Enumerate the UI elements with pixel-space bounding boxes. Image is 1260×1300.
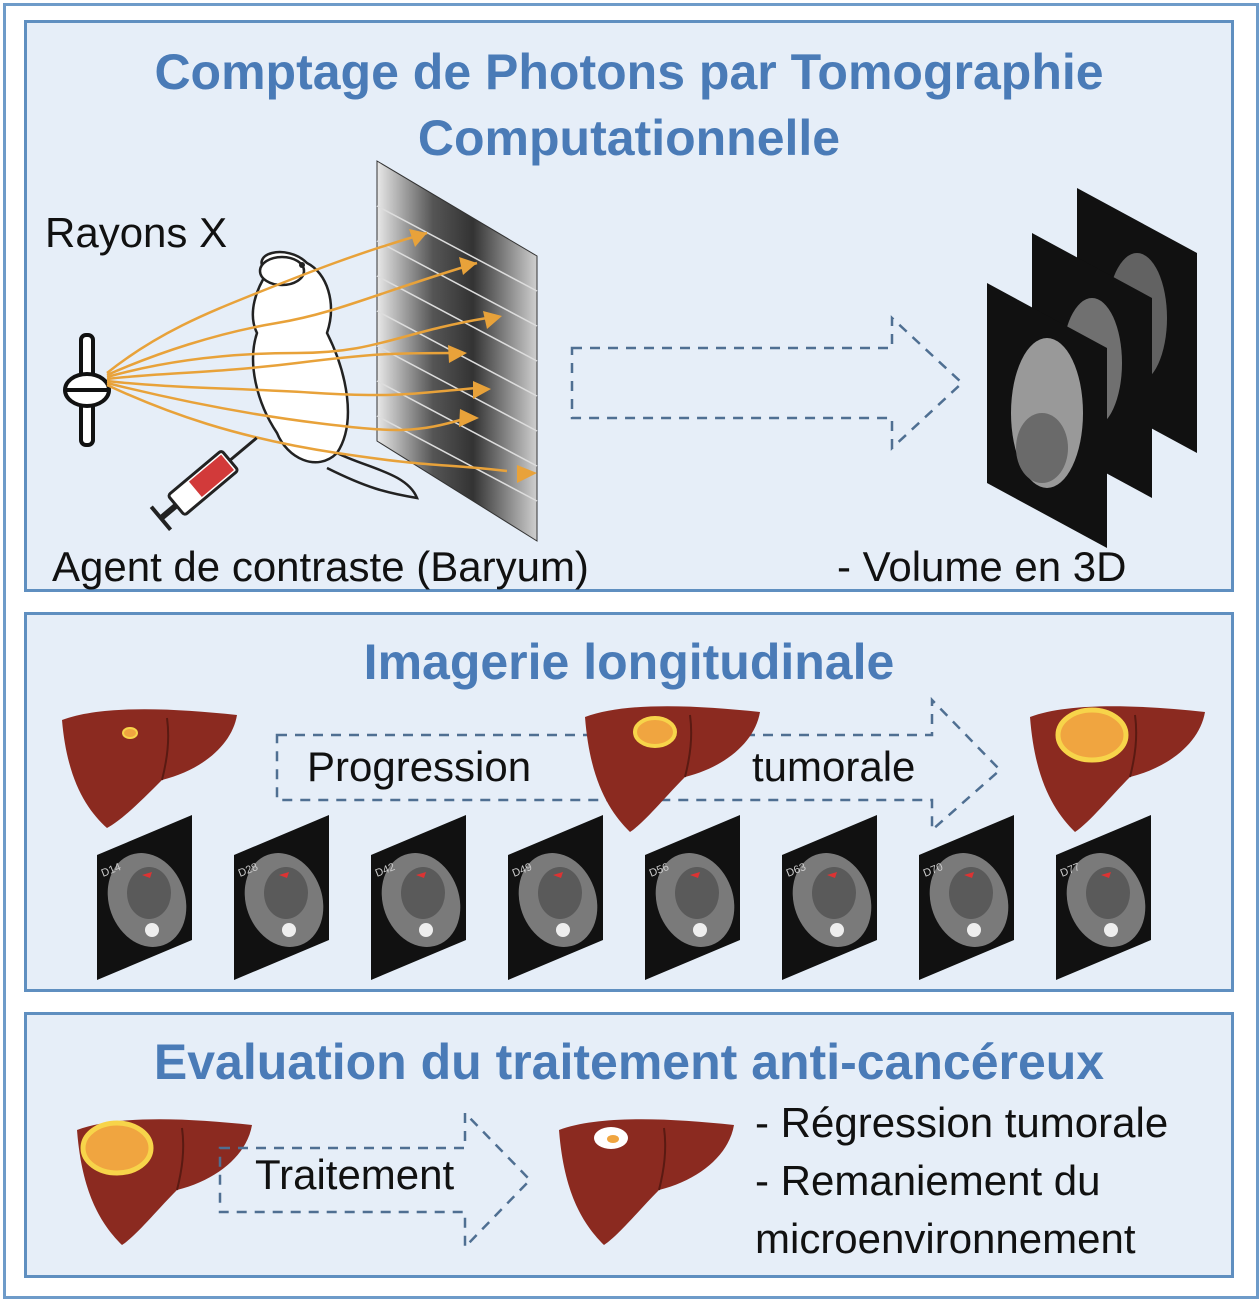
outcome-remodeling: - Remaniement du [755, 1157, 1101, 1204]
reconstruction-arrow [570, 315, 964, 451]
progression-arrow [275, 696, 1002, 833]
ct-scan-slice: D42 [371, 815, 466, 980]
contrast-agent-label: Agent de contraste (Baryum) [52, 543, 589, 590]
xray-waves [106, 229, 537, 483]
liver-before-treatment [77, 1119, 252, 1245]
panel-2-title: Imagerie longitudinale [363, 634, 895, 690]
ct-scan-slice: D28 [234, 815, 329, 980]
syringe-icon [149, 436, 258, 532]
panel-photon-counting-ct: Comptage de Photons par Tomographie Comp… [24, 20, 1234, 592]
ct-scan-series: D14 D28 D42 D49 D56 D63 D70 D77 [97, 815, 1197, 985]
panel-1-title-line-1: Comptage de Photons par Tomographie [154, 44, 1104, 100]
outcome-microenvironment: microenvironnement [755, 1215, 1136, 1262]
volume-3d-label: - Volume en 3D [837, 543, 1127, 590]
panel-treatment-evaluation: Evaluation du traitement anti-cancéreux … [24, 1012, 1234, 1278]
panel-3-title: Evaluation du traitement anti-cancéreux [153, 1034, 1105, 1090]
ct-scan-slice: D14 [97, 815, 192, 980]
xray-label: Rayons X [45, 209, 228, 256]
tumoral-label: tumorale [752, 743, 916, 790]
xray-source-icon [63, 333, 111, 447]
ct-scan-slice: D63 [782, 815, 877, 980]
ct-scan-slice: D77 [1056, 815, 1151, 980]
ct-scan-slice: D70 [919, 815, 1014, 980]
panel-1-title-line-2: Computationnelle [417, 110, 841, 166]
liver-small-tumor [62, 709, 237, 828]
ct-scan-slice: D49 [508, 815, 603, 980]
treatment-arrow [218, 1109, 532, 1251]
panel-longitudinal-imaging: Imagerie longitudinale Progression tumor… [24, 612, 1234, 992]
liver-large-tumor [1030, 706, 1205, 832]
treatment-label: Traitement [255, 1151, 455, 1198]
ct-volume-stack [987, 188, 1197, 548]
liver-after-treatment [559, 1119, 734, 1245]
liver-medium-tumor [585, 706, 760, 832]
outcome-regression: - Régression tumorale [755, 1099, 1169, 1146]
outer-frame [3, 3, 1259, 1299]
ct-scan-slice: D56 [645, 815, 740, 980]
progression-label: Progression [307, 743, 532, 790]
